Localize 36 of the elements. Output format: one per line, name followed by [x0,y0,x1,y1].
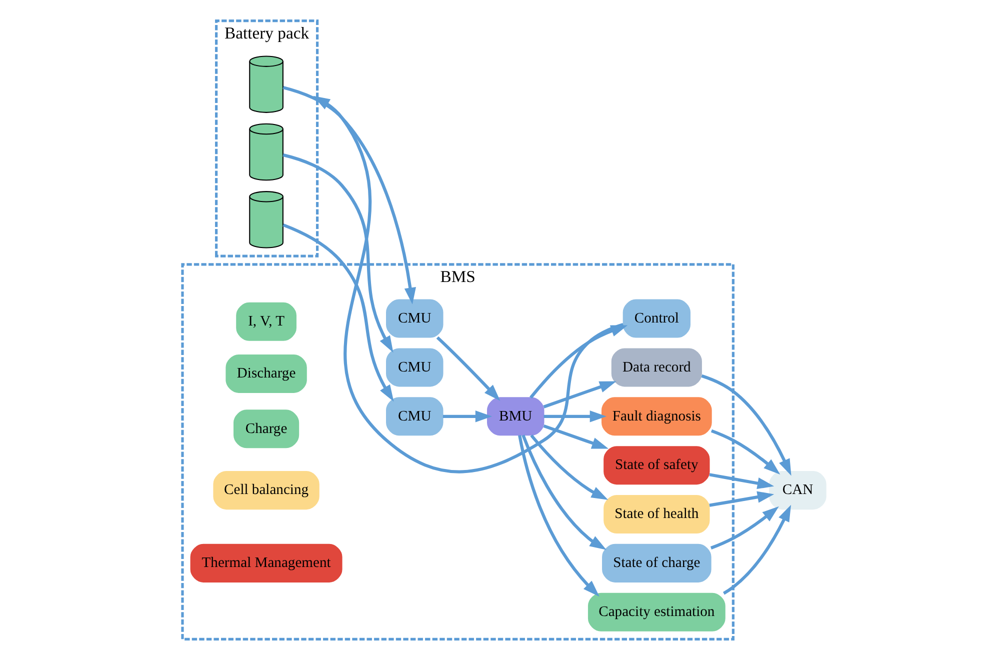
node-box: Control [622,299,690,338]
node-box: CMU [386,348,444,387]
arrow [710,506,779,550]
arrow [313,96,624,474]
arrow [709,491,774,507]
arrow [722,504,792,595]
arrow [282,86,416,304]
cluster: Battery pack [215,20,319,258]
arrow [709,473,774,490]
arrow [530,434,608,500]
arrow [544,410,607,422]
arrow [710,429,780,474]
node-box: I, V, T [236,302,296,341]
node-box: BMU [487,397,544,436]
arrow [436,336,500,401]
node-box: CMU [386,397,444,436]
arrow [543,381,616,408]
node-box: CAN [769,471,826,510]
arrow [282,223,394,402]
arrow [282,153,394,353]
node-box: State of safety [604,446,710,485]
arrow [442,410,492,422]
node-box: Thermal Management [190,544,342,582]
arrow [543,424,609,449]
node-box: Discharge [226,354,307,393]
arrow [518,435,600,597]
node-box: Fault diagnosis [602,397,712,436]
node-box: State of health [604,495,710,534]
arrow [522,434,606,550]
node-box: Data record [611,348,702,387]
node-box: Charge [234,410,300,448]
node-box: Cell balancing [213,471,320,510]
node-box: CMU [386,299,444,338]
arrow [701,374,792,476]
node-box: Capacity estimation [588,592,726,632]
node-box: State of charge [602,544,712,582]
